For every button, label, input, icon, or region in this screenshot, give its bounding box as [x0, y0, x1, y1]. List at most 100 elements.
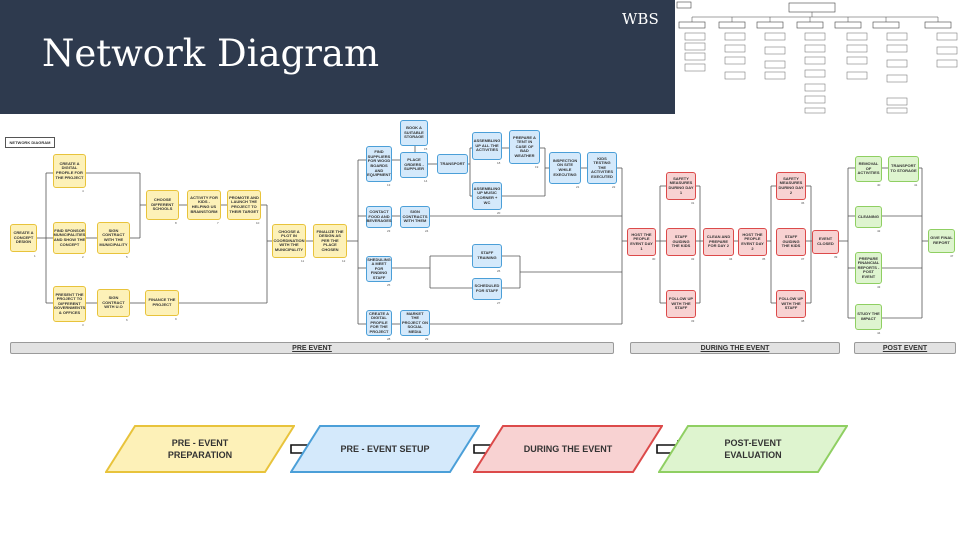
- network-diagram: NETWORK DIAGRAM: [0, 120, 960, 360]
- network-node: ACTIVITY FOR KIDS - HELPING US BRAINSTOR…: [187, 190, 221, 220]
- network-node: INSPECTION ON SITE WHILE EXECUTING: [549, 152, 581, 184]
- network-node: TRANSPORT TO STORAGE: [888, 156, 919, 182]
- network-node: BOOK A SUITABLE STORAGE: [400, 120, 428, 146]
- node-number: 36: [801, 201, 805, 205]
- network-node: SAFETY MEASURES DURING DAY 2: [776, 172, 806, 200]
- phase-label: PRE - EVENT SETUP: [340, 444, 430, 454]
- network-node: ASSEMBLING UP MUSIC CORNER + WC: [472, 182, 502, 210]
- node-number: 12: [342, 259, 346, 263]
- network-node: FINALIZE THE DESIGN AS PER THE PLACE CHO…: [313, 224, 347, 258]
- network-node: SIGN CONTRACT WITH THE MUNICIPALITY: [97, 222, 130, 254]
- phase-label: DURING THE EVENT: [523, 444, 613, 454]
- node-number: 22: [612, 185, 616, 189]
- network-node: CREATE A DIGITAL PROFILE FOR THE PROJECT: [366, 310, 392, 336]
- node-number: 20: [497, 211, 501, 215]
- wbs-label: WBS: [622, 10, 659, 28]
- network-node: FOLLOW UP WITH THE STAFF: [666, 290, 696, 318]
- node-number: 34: [729, 257, 733, 261]
- network-node: PRESENT THE PROJECT TO DIFFERENT GOVERNM…: [53, 286, 86, 322]
- node-number: 23: [387, 229, 391, 233]
- node-number: 11: [301, 259, 305, 263]
- node-number: 37: [801, 257, 805, 261]
- node-number: 30: [652, 257, 656, 261]
- node-number: 19: [535, 165, 539, 169]
- node-number: 15: [424, 147, 428, 151]
- wbs-thumbnail: [675, 0, 960, 114]
- node-number: 5: [126, 255, 128, 259]
- node-number: 27: [497, 301, 501, 305]
- node-number: 43: [877, 285, 881, 289]
- phase-bar-during-event: DURING THE EVENT: [630, 342, 840, 354]
- network-node: STAFF GUIDING THE KIDS: [776, 228, 806, 256]
- network-node: FIND SPONSOR MUNICIPALITIES AND SHOW THE…: [53, 222, 86, 254]
- node-number: 31: [691, 201, 695, 205]
- title-band: Network Diagram WBS: [0, 0, 675, 114]
- node-number: 33: [691, 319, 695, 323]
- node-number: 18: [497, 161, 501, 165]
- wbs-tree-graphic: [676, 1, 958, 114]
- parallelogram-shape: [658, 425, 848, 473]
- network-node: EVENT CLOSED: [812, 230, 839, 254]
- network-node: KIDS TESTING THE ACTIVITIES EXECUTED: [587, 152, 617, 184]
- network-node: STAFF TRAINING: [472, 244, 502, 268]
- network-node: CONTACT FOOD AND BEVERAGES: [366, 206, 392, 228]
- node-number: 42: [877, 229, 881, 233]
- node-number: 40: [877, 183, 881, 187]
- network-node: ASSEMBLING UP ALL THE ACTIVITIES: [472, 132, 502, 160]
- node-number: 25: [387, 283, 391, 287]
- network-node: CLEANING: [855, 206, 882, 228]
- node-number: 3: [82, 323, 84, 327]
- network-node: SIGN CONTRACTS WITH THEM: [400, 206, 430, 228]
- node-number: 47: [950, 254, 954, 258]
- slide-title: Network Diagram: [42, 32, 380, 75]
- network-node: CLEAN AND PREPARE FOR DAY 2: [703, 228, 734, 256]
- network-node: CREATE A CONCEPT DESIGN: [10, 224, 37, 252]
- network-connectors: [37, 146, 928, 325]
- phase-bar-pre-event: PRE EVENT: [10, 342, 614, 354]
- node-number: 28: [387, 337, 391, 341]
- node-number: 29: [425, 337, 429, 341]
- network-node: FINANCE THE PROJECT: [145, 290, 179, 316]
- network-node: MARKET THE PROJECT ON SOCIAL MEDIA: [400, 310, 430, 336]
- network-node: TRANSPORT: [437, 154, 468, 174]
- network-node: REMOVAL OF ACTIVITIES: [855, 156, 882, 182]
- node-number: 14: [424, 179, 428, 183]
- network-node: GIVE FINAL REPORT: [928, 229, 955, 253]
- node-number: 32: [691, 257, 695, 261]
- network-node: SCHEDULED FOR STAFF: [472, 278, 502, 300]
- network-node: PREPARE FINANCIAL REPORTS - POST EVENT: [855, 252, 882, 284]
- node-number: 26: [497, 269, 501, 273]
- network-node: SHEDULING A MEET FOR FINDING STAFF: [366, 256, 392, 282]
- network-node: CHOOSE A PLOT IN COORDINATION WITH THE M…: [272, 224, 306, 258]
- node-number: 24: [425, 229, 429, 233]
- network-diagram-label: NETWORK DIAGRAM: [5, 137, 55, 148]
- network-node: FIND SUPPLIERS FOR WOOD BOARDS AND EQUIP…: [366, 146, 392, 182]
- node-number: 38: [801, 319, 805, 323]
- node-number: 6: [126, 318, 128, 322]
- node-number: 21: [576, 185, 580, 189]
- node-number: 2: [82, 255, 84, 259]
- parallelogram-shape: [473, 425, 663, 473]
- phase-during-the-event: DURING THE EVENT: [473, 425, 663, 473]
- node-number: 8: [175, 221, 177, 225]
- phase-pre-event-setup: PRE - EVENT SETUP: [290, 425, 480, 473]
- parallelogram-shape: [290, 425, 480, 473]
- node-number: 41: [914, 183, 918, 187]
- node-number: 4: [82, 189, 84, 193]
- network-node: CHOOSE DIFFERENT SCHOOLS: [146, 190, 179, 220]
- node-number: 44: [877, 331, 881, 335]
- node-number: 1: [34, 254, 36, 258]
- network-node: PLACE ORDERS - SUPPLIER: [400, 152, 428, 178]
- node-number: 9: [175, 317, 177, 321]
- network-node: FOLLOW UP WITH THE STAFF: [776, 290, 806, 318]
- network-node: PROMOTE AND LAUNCH THE PROJECT TO THEIR …: [227, 190, 261, 220]
- network-node: PREPARE A TENT IN CASE OF BAD WEATHER: [509, 130, 540, 164]
- phase-bar-post-event: POST EVENT: [854, 342, 956, 354]
- node-number: 7: [217, 221, 219, 225]
- network-node: HOST THE PEOPLE EVENT DAY 1: [627, 228, 656, 256]
- network-node: CREATE A DIGITAL PROFILE FOR THE PROJECT: [53, 154, 86, 188]
